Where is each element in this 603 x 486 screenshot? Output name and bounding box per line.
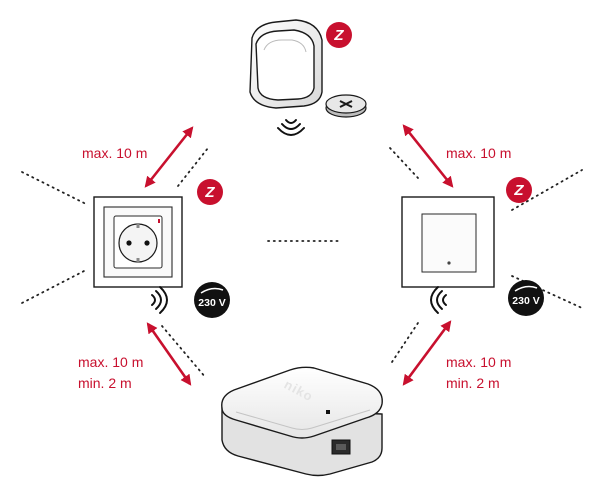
- battery-sensor-device: [249, 19, 323, 109]
- svg-text:230 V: 230 V: [198, 297, 225, 309]
- arrow-top-left: [144, 126, 194, 188]
- wireless-signal-icon: [151, 286, 168, 314]
- label-bottom-right-min: min. 2 m: [446, 375, 500, 391]
- label-bottom-left-max: max. 10 m: [78, 354, 143, 370]
- wall-switch-device: [401, 196, 495, 288]
- label-bottom-left-min: min. 2 m: [78, 375, 132, 391]
- zigbee-logo-icon: Z: [506, 177, 532, 203]
- svg-text:230 V: 230 V: [512, 295, 539, 307]
- wall-socket-device: [93, 196, 183, 288]
- power-230v-icon: 230 V: [508, 280, 544, 316]
- power-230v-icon: 230 V: [194, 282, 230, 318]
- zigbee-logo-icon: Z: [197, 179, 223, 205]
- wireless-signal-icon: [277, 119, 305, 136]
- zigbee-logo-icon: Z: [326, 22, 352, 48]
- arrow-top-right: [402, 124, 454, 188]
- coin-battery-icon: [325, 94, 367, 118]
- label-top-left-distance: max. 10 m: [82, 145, 147, 161]
- distance-arrows: [144, 124, 454, 386]
- arrow-bottom-left: [146, 322, 192, 386]
- arrow-bottom-right: [402, 320, 452, 386]
- wireless-signal-icon: [430, 286, 447, 314]
- svg-text:Z: Z: [204, 184, 215, 201]
- svg-text:Z: Z: [513, 182, 524, 199]
- gateway-hub-device: niko: [221, 366, 383, 477]
- label-bottom-right-max: max. 10 m: [446, 354, 511, 370]
- svg-text:Z: Z: [333, 27, 344, 44]
- label-top-right-distance: max. 10 m: [446, 145, 511, 161]
